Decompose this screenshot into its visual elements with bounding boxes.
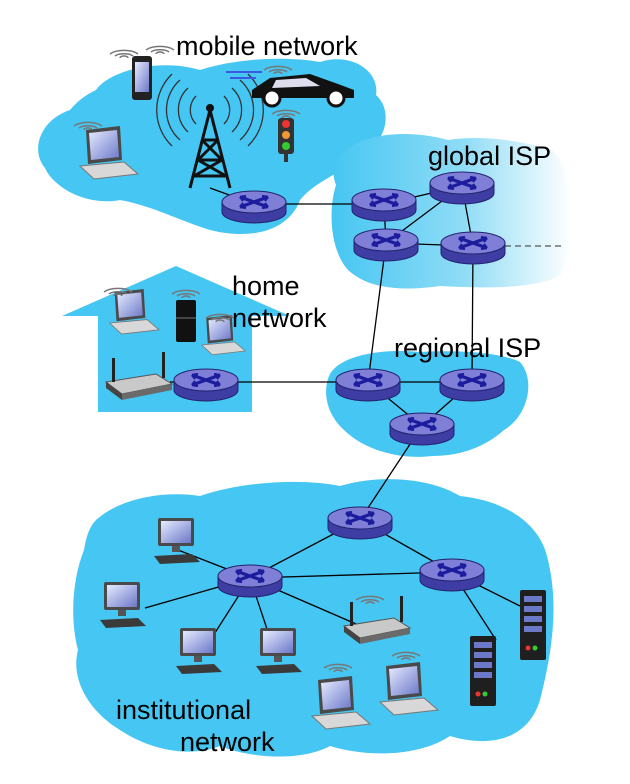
home-network-label-line1: home: [232, 271, 300, 301]
institutional-network-cloud: [73, 479, 554, 757]
desktop-2-icon: [100, 582, 146, 628]
router-regional-3: [388, 411, 456, 447]
fridge-icon: [171, 289, 201, 342]
regional-isp-label: regional ISP: [394, 333, 542, 363]
institutional-network-label-line1: institutional: [116, 695, 252, 725]
router-global-1: [350, 187, 418, 223]
server-1-icon: [470, 636, 496, 706]
router-institutional-1: [326, 505, 394, 541]
global-isp-label: global ISP: [428, 141, 552, 171]
router-global-2: [428, 170, 496, 206]
router-regional-1: [334, 367, 402, 403]
desktop-1-icon: [154, 518, 200, 564]
traffic-light-icon: [271, 109, 301, 162]
cell-tower-icon: [156, 73, 264, 189]
router-global-4: [439, 230, 507, 266]
server-2-icon: [520, 590, 546, 660]
router-mobile: [220, 189, 288, 225]
router-institutional-2: [216, 563, 284, 599]
car-icon: [226, 65, 354, 108]
home-network-label-line2: network: [232, 303, 327, 333]
router-regional-2: [438, 367, 506, 403]
smartphone-icon: [109, 45, 175, 100]
router-global-3: [352, 227, 420, 263]
router-home: [172, 367, 240, 403]
desktop-3-icon: [176, 628, 222, 674]
institutional-network-label-line2: network: [180, 727, 275, 757]
router-institutional-3: [418, 557, 486, 593]
mobile-network-label: mobile network: [176, 31, 358, 61]
desktop-4-icon: [256, 628, 302, 674]
